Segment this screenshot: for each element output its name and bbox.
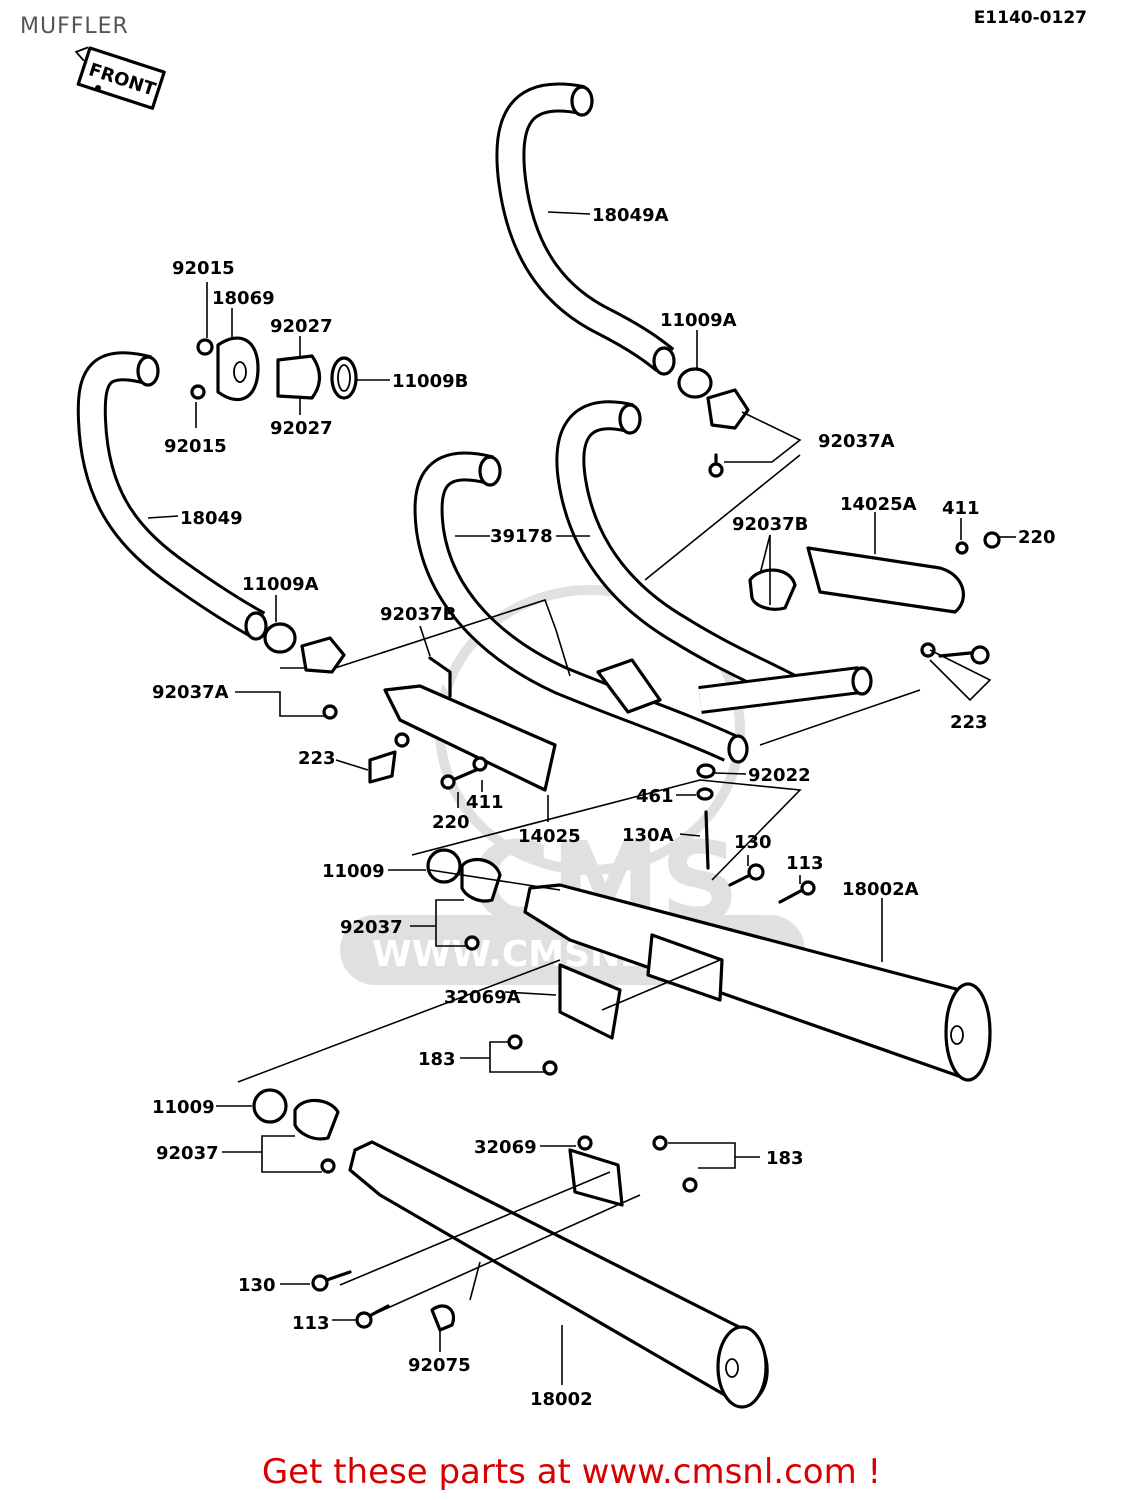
heat-shield-14025 <box>368 656 557 792</box>
label-11009A-top: 11009A <box>660 310 737 331</box>
joint-assembly-18069 <box>190 336 358 402</box>
part-labels: 18049A 11009A 92037A 92015 18069 92027 1… <box>152 205 1056 1410</box>
label-92015-b: 92015 <box>164 436 227 457</box>
exhaust-pipe-39178 <box>413 400 873 764</box>
label-113-low: 113 <box>292 1313 330 1334</box>
shop-cta-link[interactable]: Get these parts at www.cmsnl.com ! <box>261 1452 882 1492</box>
label-18002A: 18002A <box>842 879 919 900</box>
label-183-low: 183 <box>766 1148 804 1169</box>
label-92037B-right: 92037B <box>732 514 808 535</box>
label-39178: 39178 <box>490 526 553 547</box>
gasket-11009-mid <box>426 848 462 884</box>
label-11009A-left: 11009A <box>242 574 319 595</box>
label-32069: 32069 <box>474 1137 537 1158</box>
label-92037A-left: 92037A <box>152 682 229 703</box>
label-11009-low: 11009 <box>152 1097 215 1118</box>
assembly-lines <box>237 454 921 1316</box>
label-220-left: 220 <box>432 812 470 833</box>
label-92022: 92022 <box>748 765 811 786</box>
label-130-top: 130 <box>734 832 772 853</box>
label-223-right: 223 <box>950 712 988 733</box>
clamp-92037-low <box>293 1098 340 1174</box>
label-183-mid: 183 <box>418 1049 456 1070</box>
gasket-11009A-left <box>263 622 297 654</box>
label-223-left: 223 <box>298 748 336 769</box>
label-92027-b: 92027 <box>270 418 333 439</box>
page-title: MUFFLER <box>20 14 129 39</box>
label-18049A: 18049A <box>592 205 669 226</box>
label-18069: 18069 <box>212 288 275 309</box>
clamp-92037A-left <box>300 636 346 720</box>
label-130A: 130A <box>622 825 674 846</box>
label-92075: 92075 <box>408 1355 471 1376</box>
label-130-low: 130 <box>238 1275 276 1296</box>
label-411-right: 411 <box>942 498 980 519</box>
label-92037-mid: 92037 <box>340 917 403 938</box>
label-220-right: 220 <box>1018 527 1056 548</box>
exhaust-pipe-18049A <box>495 82 676 376</box>
front-arrow-icon: FRONT <box>74 46 166 110</box>
heat-shield-14025A <box>748 531 1001 665</box>
label-92037A-top: 92037A <box>818 431 895 452</box>
label-92037B-left: 92037B <box>380 604 456 625</box>
exhaust-pipe-18049 <box>76 351 268 641</box>
gasket-11009-low <box>252 1088 288 1124</box>
muffler-18002A <box>507 883 992 1082</box>
label-92037-low: 92037 <box>156 1143 219 1164</box>
mount-hardware <box>696 763 816 904</box>
label-18049: 18049 <box>180 508 243 529</box>
label-461: 461 <box>636 786 674 807</box>
label-92015-a: 92015 <box>172 258 235 279</box>
label-11009-mid: 11009 <box>322 861 385 882</box>
label-411-left: 411 <box>466 792 504 813</box>
label-11009B: 11009B <box>392 371 468 392</box>
label-32069A: 32069A <box>444 987 521 1008</box>
label-92027-a: 92027 <box>270 316 333 337</box>
gasket-11009A-top <box>677 367 713 399</box>
diagram-code: E1140-0127 <box>973 8 1087 28</box>
label-14025A: 14025A <box>840 494 917 515</box>
label-14025: 14025 <box>518 826 581 847</box>
clamp-92037-mid <box>460 857 502 951</box>
label-113-top: 113 <box>786 853 824 874</box>
muffler-18002 <box>311 1135 769 1409</box>
clamp-92037A-top <box>706 388 750 478</box>
leader-lines <box>147 211 1016 1385</box>
label-18002: 18002 <box>530 1389 593 1410</box>
